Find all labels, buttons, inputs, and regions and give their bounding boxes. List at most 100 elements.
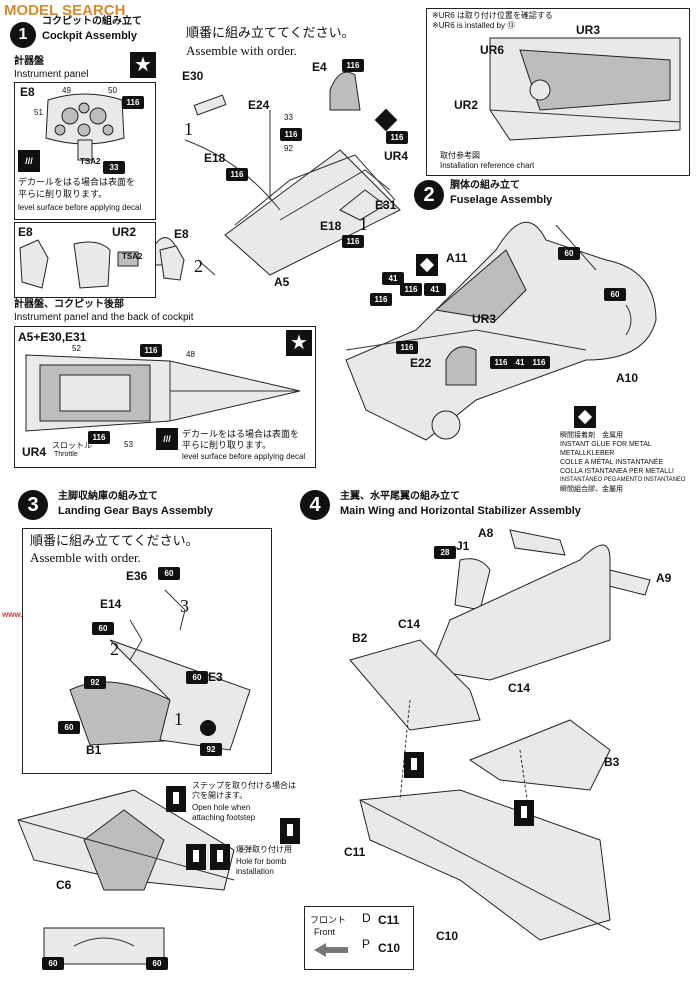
step1-order-jp: 順番に組み立ててください。 (186, 25, 355, 40)
a5-detail-label: A5+E30,E31 (18, 330, 87, 344)
order-number-2: 2 (194, 256, 203, 276)
step3-number-badge: 3 (18, 490, 48, 520)
lower-wing-drawing (17, 789, 235, 965)
step1-title-jp: コクピットの組み立て (42, 16, 142, 27)
color-51: 51 (34, 108, 43, 117)
color-116-s2-badge-5: 116 (528, 356, 550, 369)
color-28-badge: 28 (434, 546, 456, 559)
decal-note-2-jp-2: 平らに削り取ります。 (182, 440, 272, 450)
color-116-badge: 116 (122, 96, 144, 109)
step1-title-en: Cockpit Assembly (42, 30, 137, 42)
part-c6-label: C6 (56, 878, 72, 892)
watermark-logo: MODEL SEARCH (4, 2, 125, 19)
part-ur4-label: UR4 (22, 445, 47, 459)
color-53: 53 (124, 440, 133, 449)
footstep-en-1: Open hole when (192, 803, 251, 812)
order-number-1-e18: 1 (359, 214, 368, 234)
metal-glue-icon-legend (574, 406, 596, 428)
color-116-e18-badge: 116 (226, 168, 248, 181)
step1-number-badge: 1 (10, 22, 36, 48)
step1-order-en: Assemble with order. (186, 43, 297, 58)
decal-icon: /// (18, 150, 40, 172)
part-b1-label: B1 (86, 743, 102, 757)
footstep-jp-1: ステップを取り付ける場合は (192, 781, 296, 790)
glue-line-4: COLLE A MÉTAL INSTANTANÉE (560, 459, 664, 466)
decal-icon-2: /// (156, 428, 178, 450)
step3-order-en: Assemble with order. (30, 550, 141, 565)
color-60-badge-1: 60 (558, 247, 580, 260)
part-c14-label-1: C14 (398, 617, 421, 631)
part-c14-label-2: C14 (508, 681, 531, 695)
color-92-badge-1: 92 (84, 676, 106, 689)
color-48: 48 (186, 350, 195, 359)
cockpit-back-en: Instrument panel and the back of cockpit (14, 312, 194, 323)
color-60-e3-badge: 60 (186, 671, 208, 684)
throttle-jp: スロットル (52, 441, 92, 450)
color-41-badge-2: 41 (424, 283, 446, 296)
ref-title-en: Installation reference chart (440, 161, 535, 170)
decal-note-jp-2: 平らに削り取ります。 (18, 189, 108, 199)
part-tsa2-label: TSA2 (80, 157, 101, 166)
wing-assembly-drawing (349, 529, 651, 941)
color-116-ur4-badge: 116 (386, 131, 408, 144)
watermark-brand: MODEL SEARCH (4, 2, 126, 19)
part-e31-label: E31 (375, 198, 397, 212)
wing-hole-icon-2 (514, 800, 534, 826)
color-41-badge-1: 41 (382, 272, 404, 285)
step3-title-jp: 主脚収納庫の組み立て (58, 491, 158, 502)
glue-line-2: INSTANT GLUE FOR METAL (560, 441, 652, 448)
instrument-panel-jp: 計器盤 (14, 56, 44, 67)
footstep-jp-2: 穴を開けます。 (192, 791, 248, 800)
part-a5-label: A5 (274, 275, 290, 289)
fuselage-assembly-drawing (345, 221, 657, 441)
color-116-e24-badge: 116 (280, 128, 302, 141)
front-jp: フロント (310, 915, 347, 925)
bomb-en-1: Hole for bomb (236, 857, 287, 866)
front-en: Front (314, 927, 336, 937)
part-ur2-label: UR2 (112, 225, 137, 239)
part-a8-label: A8 (478, 526, 494, 540)
color-60-c6-badge-1: 60 (42, 957, 64, 970)
throttle-en: Throttle (54, 451, 78, 458)
order-number-3: 3 (180, 596, 189, 616)
front-c11-label: C11 (378, 913, 400, 927)
ref-title-jp: 取付参考図 (440, 151, 480, 160)
color-116-s2-badge-1: 116 (400, 283, 422, 296)
ref-ur3-label: UR3 (576, 23, 601, 37)
color-41-badge-3: 41 (509, 356, 531, 369)
decal-note-2-en: level surface before applying decal (182, 452, 306, 461)
step3-title-en: Landing Gear Bays Assembly (58, 505, 213, 517)
color-60-e36-badge: 60 (158, 567, 180, 580)
color-116-a5-badge: 116 (140, 344, 162, 357)
e8-part-drawing (159, 245, 185, 281)
order-number-2-s3: 2 (110, 639, 119, 659)
step3-order-jp: 順番に組み立ててください。 (30, 533, 199, 548)
bomb-jp: 爆弾取り付け用 (236, 845, 292, 854)
installation-reference-drawing (489, 37, 681, 141)
glue-line-7: 瞬間組合膠、金屬用 (560, 486, 623, 493)
star-icon: ★ (130, 52, 156, 78)
cockpit-assembly-drawing (154, 71, 401, 276)
color-116-e4-badge: 116 (342, 59, 364, 72)
a5-detail-drawing (25, 354, 301, 432)
cockpit-back-drawing (19, 239, 139, 289)
decal-note-en: level surface before applying decal (18, 203, 142, 212)
decal-note-jp-1: デカールをはる場合は表面を (18, 177, 136, 187)
part-c11-label: C11 (344, 845, 366, 859)
part-a11-label: A11 (446, 251, 468, 265)
step4-title-jp: 主翼、水平尾翼の組み立て (340, 491, 460, 502)
instrument-panel-drawing (45, 93, 125, 161)
color-33-badge: 33 (103, 161, 125, 174)
color-116-s2-badge-2: 116 (370, 293, 392, 306)
wing-hole-icon-1 (404, 752, 424, 778)
color-60-badge-2: 60 (604, 288, 626, 301)
part-e24-label: E24 (248, 98, 270, 112)
part-a9-label: A9 (656, 571, 672, 585)
front-c10-label: C10 (378, 941, 401, 955)
color-92-badge-2: 92 (200, 743, 222, 756)
part-e8-label: E8 (20, 85, 35, 99)
front-arrow-icon (314, 943, 348, 957)
part-e8-label-3: E8 (174, 227, 189, 241)
color-92-e24: 92 (284, 144, 293, 153)
bomb-en-2: installation (236, 867, 274, 876)
